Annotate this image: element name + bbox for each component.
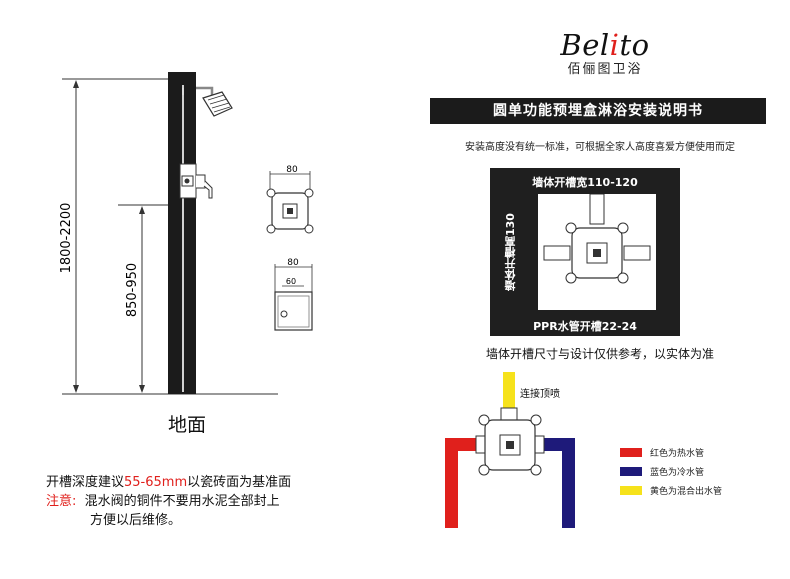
legend-item-cold: 蓝色为冷水管: [620, 465, 722, 478]
dim-width-side: 80: [287, 258, 299, 268]
dim-depth-side: 60: [286, 277, 296, 286]
height-note: 安装高度没有统一标准，可根据全家人高度喜爱方便使用而定: [465, 142, 735, 153]
pipe-connection-diagram: [445, 372, 575, 528]
depth-note: 开槽深度建议55-65mm以瓷砖面为基准面: [46, 475, 292, 490]
reference-caption: 墙体开槽尺寸与设计仅供参考，以实体为准: [485, 347, 714, 361]
dim-width-top: 80: [286, 165, 298, 175]
warning-note: 注意: 混水阀的铜件不要用水泥全部封上: [46, 494, 280, 509]
valve-box-icon: [179, 163, 213, 199]
pipe-legend: 红色为热水管 蓝色为冷水管 黄色为混合出水管: [620, 446, 722, 497]
logo-wordmark: Belito: [560, 28, 650, 62]
ground-label: 地面: [168, 414, 207, 436]
legend-swatch: [620, 448, 642, 457]
pipe-slot-label: PPR水管开槽22-24: [533, 320, 637, 333]
legend-item-hot: 红色为热水管: [620, 446, 722, 459]
dim-valve-height: 850-950: [125, 263, 140, 317]
maintenance-note: 方便以后维修。: [90, 513, 182, 528]
slot-width-label: 墙体开槽宽110-120: [532, 176, 638, 189]
brand-logo: Belito 佰俪图卫浴: [550, 30, 660, 77]
installation-notes: 开槽深度建议55-65mm以瓷砖面为基准面 注意: 混水阀的铜件不要用水泥全部封…: [46, 473, 291, 530]
legend-swatch: [620, 486, 642, 495]
page-title: 圆单功能预埋盒淋浴安装说明书: [430, 98, 766, 124]
wall-slot-diagram: 墙体开槽宽110-120 墙体开槽高130 PPR水管开槽22-24: [490, 168, 680, 336]
legend-swatch: [620, 467, 642, 476]
dim-shower-height: 1800-2200: [59, 203, 74, 274]
slot-height-label: 墙体开槽高130: [504, 213, 517, 291]
mixing-valve-icon: [543, 193, 651, 284]
logo-subtitle: 佰俪图卫浴: [567, 62, 643, 77]
box-top-view-icon: [266, 171, 314, 234]
slot-opening: [538, 193, 656, 310]
connect-top-spray-label: 连接顶喷: [520, 389, 560, 400]
shower-install-diagram: 80 80 60 1800-2200 850-950: [59, 72, 314, 395]
legend-item-mixed: 黄色为混合出水管: [620, 484, 722, 497]
box-side-view-icon: [274, 264, 313, 331]
shower-head-icon: [202, 91, 233, 117]
